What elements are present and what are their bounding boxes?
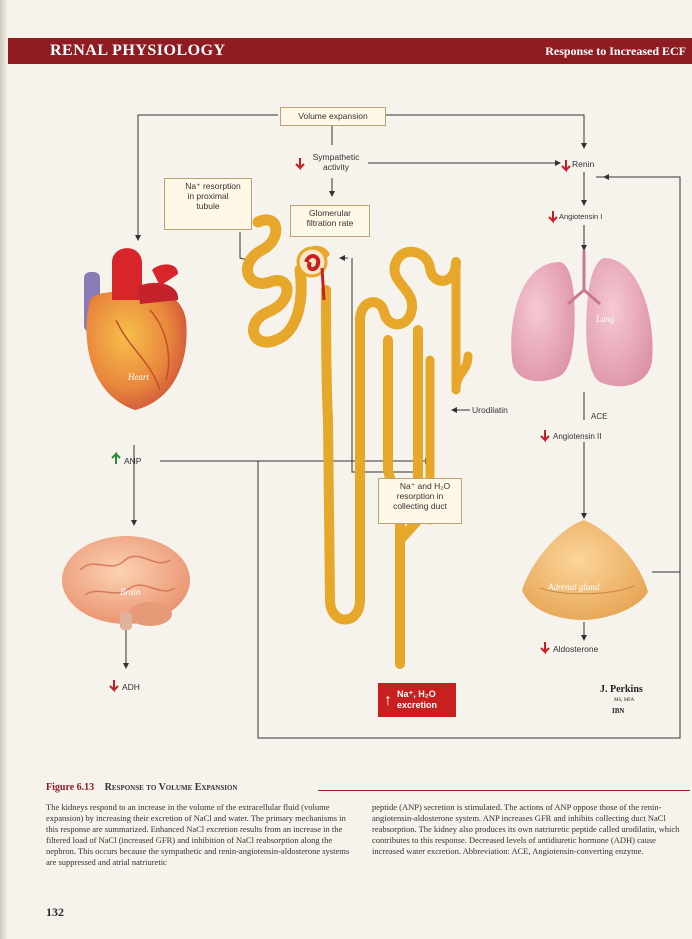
efferent-arteriole — [320, 267, 326, 301]
adrenal-gland-illustration — [522, 520, 648, 620]
gfr-line-2: filtration rate — [306, 218, 354, 228]
proximal-line-3: tubule — [196, 201, 220, 211]
gfr-line-1: Glomerular — [308, 208, 352, 218]
flow-lines — [123, 114, 681, 739]
glomerulus-capsule — [296, 246, 328, 278]
aldosterone-label: Aldosterone — [553, 644, 599, 654]
nephron-illustration — [242, 214, 473, 669]
urodilatin-label: Urodilatin — [472, 405, 508, 415]
sympathetic-activity-label: Sympathetic activity — [304, 152, 368, 172]
sympathetic-line-2: activity — [323, 162, 349, 172]
collecting-line-3: collecting duct — [393, 501, 447, 511]
lung-label: Lung — [596, 314, 615, 324]
angiotensin-1-label: Angiotensin I — [559, 212, 603, 221]
running-header: RENAL PHYSIOLOGY Response to Increased E… — [8, 38, 692, 64]
proximal-line-1: Na⁺ resorption — [185, 181, 241, 191]
caption-column-2: peptide (ANP) secretion is stimulated. T… — [372, 802, 680, 856]
collecting-duct-box: Na⁺ and H₂O resorption in collecting duc… — [378, 478, 462, 524]
up-arrow-icon: ↑ — [384, 691, 392, 709]
adh-label: ADH — [122, 682, 140, 692]
lung-illustration — [511, 250, 653, 387]
renin-label: Renin — [572, 159, 595, 169]
heart-label: Heart — [128, 372, 149, 382]
brain-illustration — [62, 536, 190, 630]
header-section: Response to Increased ECF — [545, 43, 686, 58]
volume-expansion-box: Volume expansion — [280, 107, 386, 126]
proximal-line-2: in proximal — [187, 191, 229, 201]
figure-title-rule — [318, 790, 690, 791]
proximal-tubule-box: Na⁺ resorption in proximal tubule — [164, 178, 252, 230]
glomerulus-capillaries — [304, 254, 321, 271]
page-gutter-shade — [0, 0, 8, 939]
brain-label: Brain — [120, 587, 141, 597]
publisher-logo: IBN — [612, 707, 625, 715]
caption-column-1: The kidneys respond to an increase in th… — [46, 802, 350, 867]
ace-label: ACE — [591, 412, 608, 421]
figure-title: Figure 6.13 Response to Volume Expansion — [46, 782, 237, 793]
angiotensin-2-label: Angiotensin II — [553, 432, 602, 441]
excretion-line-1: Na⁺, H₂O — [397, 689, 436, 699]
sympathetic-line-1: Sympathetic — [312, 152, 360, 162]
figure-number: Figure 6.13 — [46, 782, 95, 793]
page-number: 132 — [46, 905, 64, 919]
illustrator-credentials: MS, MFA — [614, 698, 635, 703]
anp-label: ANP — [124, 456, 142, 466]
collecting-line-2: resorption in — [396, 491, 444, 501]
adrenal-gland-label: Adrenal gland — [548, 582, 600, 592]
figure-caption-title: Response to Volume Expansion — [104, 782, 238, 793]
header-chapter: RENAL PHYSIOLOGY — [50, 42, 226, 59]
excretion-box: ↑ Na⁺, H₂O excretion — [378, 683, 456, 717]
illustrator-name: J. Perkins — [600, 684, 643, 695]
illustrator-signature: J. Perkins MS, MFA IBN — [600, 684, 643, 717]
gfr-box: Glomerular filtration rate — [290, 205, 370, 237]
collecting-line-1: Na⁺ and H₂O — [399, 481, 451, 491]
change-indicators — [109, 158, 571, 693]
heart-illustration — [84, 248, 187, 410]
excretion-line-2: excretion — [397, 700, 438, 710]
